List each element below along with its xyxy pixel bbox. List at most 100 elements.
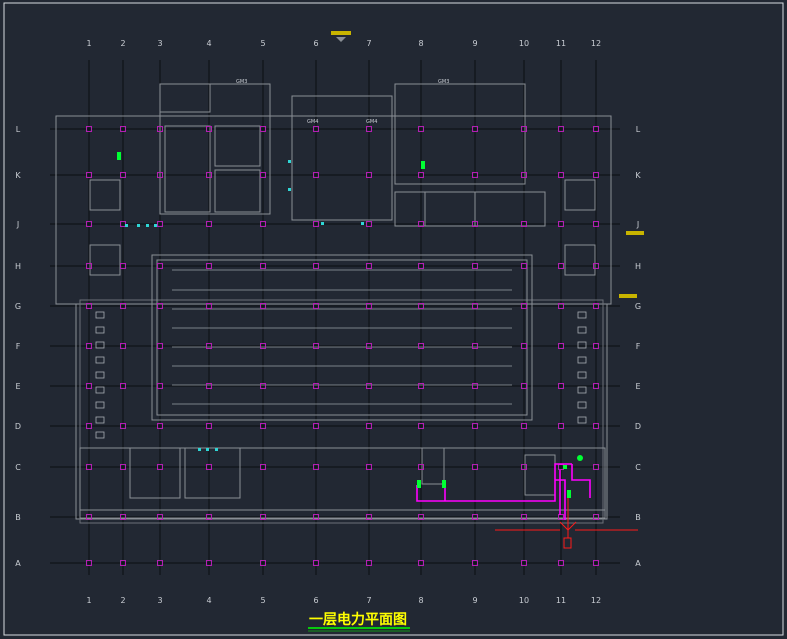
column-marker [521,464,527,470]
stair-nw [89,179,121,211]
column-marker [521,126,527,132]
column-marker [593,383,599,389]
column-label: 4 [206,596,211,605]
row-label: K [635,171,641,180]
column-marker [260,263,266,269]
column-marker [558,514,564,520]
south-wing-wall [79,447,606,519]
column-marker [206,221,212,227]
column-marker [521,221,527,227]
column-marker [157,263,163,269]
column-label: 12 [591,39,601,48]
room-tag: GM3 [236,79,247,85]
column-marker [260,423,266,429]
column-marker [313,343,319,349]
row-label: D [635,422,641,431]
distribution-box [442,480,446,488]
column-label: 9 [472,39,477,48]
column-marker [521,560,527,566]
column-marker [157,172,163,178]
stair-south [421,447,445,485]
section-marker-east-j [626,231,644,235]
pool-basin [156,259,528,416]
column-marker [157,464,163,470]
column-marker [366,263,372,269]
column-marker [472,464,478,470]
column-marker [521,383,527,389]
row-label: B [635,513,641,522]
column-marker [366,560,372,566]
column-marker [157,383,163,389]
column-marker [418,303,424,309]
power-circuits [416,463,591,520]
distribution-point [577,455,583,461]
column-marker [260,221,266,227]
column-label: 7 [366,39,371,48]
column-marker [86,423,92,429]
column-marker [366,423,372,429]
column-label: 8 [418,39,423,48]
column-marker [206,263,212,269]
column-marker [120,560,126,566]
column-marker [86,172,92,178]
column-label: 12 [591,596,601,605]
column-marker [418,383,424,389]
column-marker [157,126,163,132]
room-tag: GM3 [438,79,449,85]
spectator-seating [95,311,587,439]
column-marker [86,514,92,520]
column-marker [366,126,372,132]
row-label: A [635,559,641,568]
column-label: 5 [260,596,265,605]
building-walls [55,83,612,524]
column-marker [558,560,564,566]
column-marker [558,303,564,309]
column-marker [313,423,319,429]
power-circuit-south [416,463,572,502]
column-marker [521,263,527,269]
column-marker [593,560,599,566]
outlet-symbols [125,160,364,451]
column-marker [558,343,564,349]
row-label: F [636,342,641,351]
column-marker [521,303,527,309]
column-marker [472,303,478,309]
column-marker [120,514,126,520]
column-label: 6 [313,596,318,605]
row-label: A [15,559,21,568]
row-label: L [16,125,21,134]
column-marker [366,303,372,309]
column-marker [120,303,126,309]
column-marker [593,126,599,132]
room-tag: GM4 [307,119,318,125]
column-label: 4 [206,39,211,48]
column-marker [558,126,564,132]
stair-e [564,244,596,276]
column-marker [86,221,92,227]
column-marker [593,221,599,227]
column-label: 7 [366,596,371,605]
pool-hall-wall [151,254,533,421]
column-marker [206,172,212,178]
column-marker [86,383,92,389]
column-marker [313,514,319,520]
stair-ne [564,179,596,211]
section-marker-east-g [619,294,637,298]
column-label: 2 [120,596,125,605]
north-east-room [394,83,526,185]
column-marker [418,464,424,470]
column-marker [418,423,424,429]
column-marker [593,514,599,520]
column-label: 5 [260,39,265,48]
column-marker [593,303,599,309]
column-marker [366,343,372,349]
column-marker [418,560,424,566]
distribution-box [417,480,421,488]
column-marker [157,560,163,566]
column-label: 2 [120,39,125,48]
column-marker [366,172,372,178]
column-marker [593,464,599,470]
column-marker [472,343,478,349]
